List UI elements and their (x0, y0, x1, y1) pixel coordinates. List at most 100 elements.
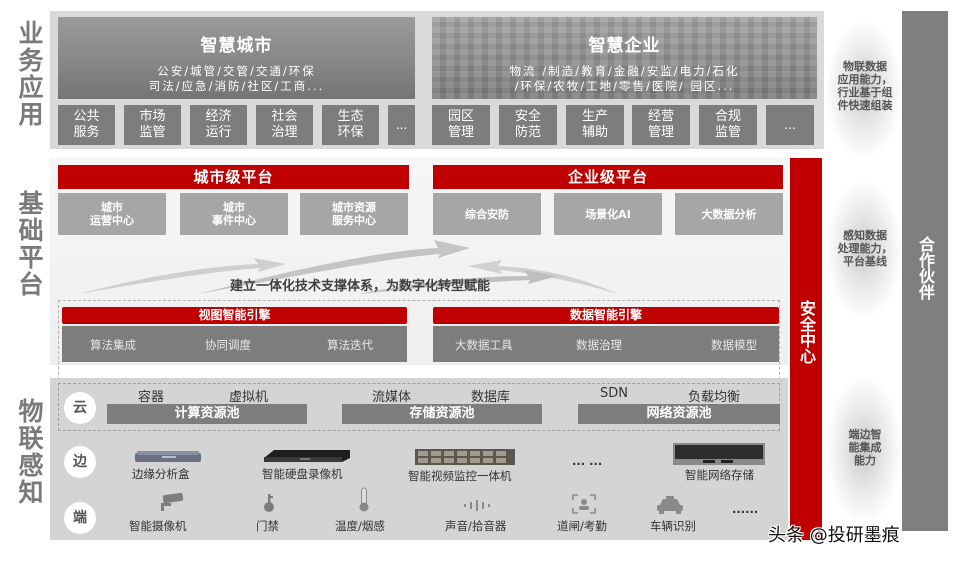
tile-line2: 事件中心 (212, 214, 256, 227)
city-tile-ecology[interactable]: 生态 环保 (322, 105, 379, 145)
more-ellipsis: ... (784, 118, 796, 132)
tile-line2: 监管 (714, 125, 741, 140)
big-data-analysis-tile[interactable]: 大数据分析 (675, 193, 783, 235)
layer-label-platform: 基础平台 (15, 190, 44, 298)
thermometer-icon (359, 487, 369, 512)
callout-line: 行业基于组 (837, 86, 893, 99)
tile-line2: 运行 (205, 125, 232, 140)
smart-enterprise-title: 智慧企业 (588, 36, 661, 56)
video-engine-header: 视图智能引擎 (62, 307, 407, 324)
end-device-more: ...... (732, 502, 759, 516)
city-tile-more[interactable]: ... (388, 105, 415, 145)
cloud-label-vm: 虚拟机 (229, 390, 269, 405)
data-engine-panel: 大数据工具 数据治理 数据模型 (433, 326, 779, 362)
cloud-label-streaming: 流媒体 (372, 390, 412, 405)
tile-line1: 安全 (514, 109, 541, 124)
tile-line1: 城市资源 (332, 201, 376, 214)
callout-line: 能力 (854, 454, 876, 467)
cloud-tier-badge: 云 (64, 392, 96, 424)
callout-diamond-platform (825, 180, 903, 320)
tile-line2: 治理 (271, 125, 298, 140)
smart-enterprise-line1: 物流 /制造/教育/金融/安监/电力/石化 (509, 64, 740, 78)
edge-box-device-icon (135, 451, 201, 462)
cloud-label-container: 容器 (138, 390, 165, 405)
callout-diamond-edge (825, 375, 903, 525)
smart-city-title: 智慧城市 (200, 36, 273, 56)
tile-line2: 辅助 (581, 125, 608, 140)
key-icon (264, 494, 274, 512)
layer-label-business: 业务应用 (15, 20, 44, 128)
tile-line1: 生产 (581, 109, 608, 124)
engine-item-big-data-tools[interactable]: 大数据工具 (455, 338, 513, 352)
enterprise-tile-security[interactable]: 安全 防范 (499, 105, 557, 145)
callout-app-capability: 物联数据 应用能力， 行业基于组 件快速组装 (832, 60, 898, 112)
engine-item-data-model[interactable]: 数据模型 (711, 338, 757, 352)
video-monitor-device-icon (415, 449, 515, 465)
city-operations-center[interactable]: 城市运营中心 (58, 193, 166, 235)
more-ellipsis: ... (395, 118, 408, 132)
storage-resource-pool[interactable]: 存储资源池 (342, 404, 542, 424)
callout-line: 物联数据 (843, 60, 887, 73)
city-platform-header: 城市级平台 (58, 165, 409, 189)
enterprise-tile-production[interactable]: 生产 辅助 (566, 105, 624, 145)
tile-line2: 服务中心 (332, 214, 376, 227)
cloud-label-database: 数据库 (471, 390, 511, 405)
callout-line: 感知数据 (843, 229, 887, 242)
edge-tier-badge: 边 (64, 446, 96, 478)
city-tile-market-supervision[interactable]: 市场 监管 (124, 105, 181, 145)
tile-line2: 服务 (73, 125, 100, 140)
city-resource-service-center[interactable]: 城市资源服务中心 (300, 193, 408, 235)
layer-label-iot: 物联感知 (15, 398, 44, 506)
engine-item-algorithm-integration[interactable]: 算法集成 (90, 338, 136, 352)
tile-line1: 城市 (101, 201, 123, 214)
engine-dashed-frame (58, 300, 780, 385)
edge-device-nvr: 智能硬盘录像机 (262, 467, 343, 481)
end-device-vehicle-recognition: 车辆识别 (650, 519, 696, 533)
tile-line2: 防范 (514, 125, 541, 140)
compute-resource-pool[interactable]: 计算资源池 (107, 404, 307, 424)
security-center-bar[interactable] (790, 158, 822, 540)
engine-item-algorithm-iteration[interactable]: 算法迭代 (327, 338, 373, 352)
network-resource-pool[interactable]: 网络资源池 (578, 404, 780, 424)
edge-device-video-monitor: 智能视频监控一体机 (408, 469, 512, 483)
callout-line: 平台基线 (843, 255, 887, 268)
tile-line1: 经济 (205, 109, 232, 124)
smart-enterprise-banner[interactable]: 智慧企业 物流 /制造/教育/金融/安监/电力/石化 /环保/农牧/工地/零售/… (432, 17, 817, 99)
edge-device-more: ... ... (572, 454, 603, 468)
nvr-device-icon (264, 450, 350, 462)
partner-bar[interactable] (902, 11, 948, 531)
tile-line1: 经营 (647, 109, 674, 124)
callout-platform-capability: 感知数据 处理能力， 平台基线 (832, 229, 898, 268)
city-tile-social-governance[interactable]: 社会 治理 (256, 105, 313, 145)
smart-city-line1: 公安/城管/交管/交通/环保 (157, 64, 316, 78)
enterprise-tile-operations[interactable]: 经营 管理 (632, 105, 690, 145)
city-tile-economy[interactable]: 经济 运行 (190, 105, 247, 145)
enterprise-tile-more[interactable]: ... (766, 105, 814, 145)
enterprise-tile-park-management[interactable]: 园区 管理 (432, 105, 490, 145)
engine-item-data-governance[interactable]: 数据治理 (576, 338, 622, 352)
tile-line1: 公共 (73, 109, 100, 124)
face-scan-icon (572, 494, 596, 514)
city-tile-public-service[interactable]: 公共 服务 (58, 105, 115, 145)
tile-line2: 监管 (139, 125, 166, 140)
city-event-center[interactable]: 城市事件中心 (180, 193, 288, 235)
camera-icon (161, 493, 184, 511)
end-device-gate-attendance: 道闸/考勤 (557, 519, 607, 533)
enterprise-tile-compliance[interactable]: 合规 监管 (699, 105, 757, 145)
callout-edge-capability: 端边智 能集成 能力 (832, 428, 898, 467)
tile-line2: 管理 (647, 125, 674, 140)
integrated-security-tile[interactable]: 综合安防 (433, 193, 541, 235)
nas-device-icon (673, 443, 765, 465)
scenario-ai-tile[interactable]: 场景化AI (554, 193, 662, 235)
cloud-label-load-balancing: 负载均衡 (688, 390, 741, 405)
tile-line1: 园区 (447, 109, 474, 124)
edge-device-analysis-box: 边缘分析盒 (132, 467, 190, 481)
callout-line: 件快速组装 (837, 99, 893, 112)
tile-line2: 运营中心 (90, 214, 134, 227)
end-device-access-control: 门禁 (256, 519, 279, 533)
engine-item-coordination[interactable]: 协同调度 (205, 338, 251, 352)
cloud-label-sdn: SDN (600, 386, 628, 401)
smart-city-banner[interactable]: 智慧城市 公安/城管/交管/交通/环保 司法/应急/消防/社区/工商... (58, 17, 415, 99)
tile-line2: 环保 (337, 125, 364, 140)
tile-line1: 生态 (337, 109, 364, 124)
